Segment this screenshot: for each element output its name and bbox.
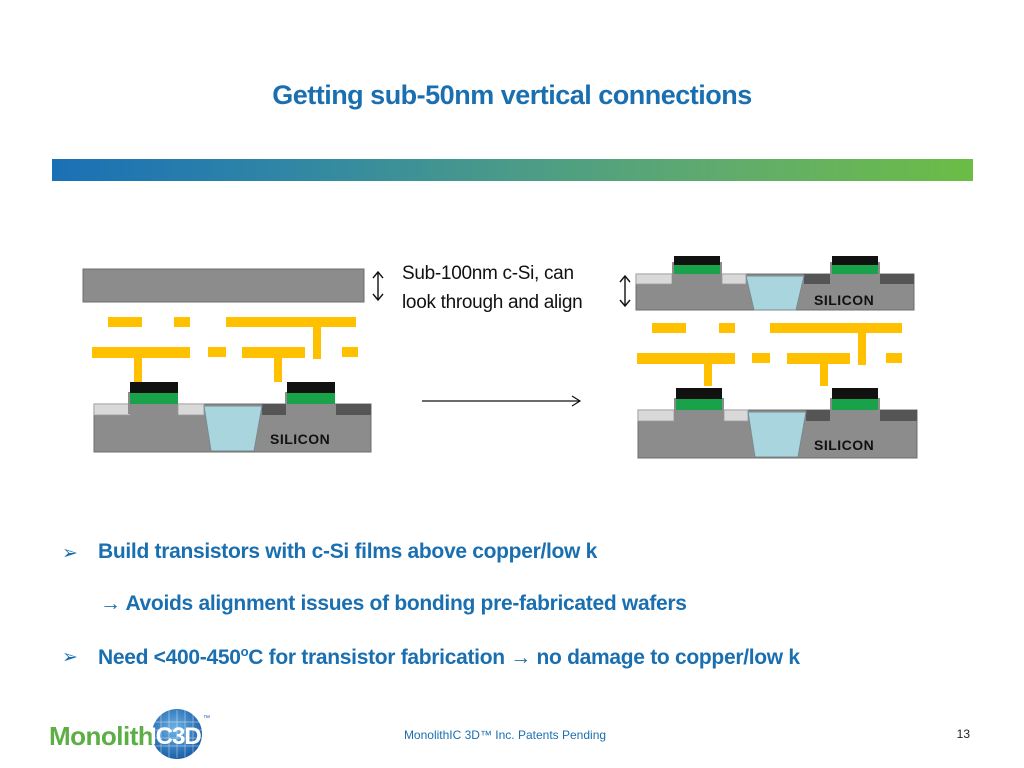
bullet-arrow-icon: ➢	[62, 543, 78, 564]
transition-arrow	[422, 395, 582, 407]
annotation-line-1: Sub-100nm c-Si, can	[402, 263, 574, 284]
subitem-text-1: Avoids alignment issues of bonding pre-f…	[125, 592, 687, 615]
logo-trademark: ™	[203, 715, 210, 722]
wiring-left	[92, 317, 358, 382]
bullet-text-2-part-b: C for transistor fabrication	[248, 646, 511, 669]
oxide-trench-left	[203, 405, 263, 452]
bottom-wafer-right	[637, 388, 918, 459]
annotation-line-2: look through and align	[402, 292, 583, 313]
top-silicon-layer	[82, 268, 365, 303]
logo-globe-icon: IC3D ™	[150, 709, 210, 759]
slide-title: Getting sub-50nm vertical connections	[272, 80, 752, 110]
diagram-annotation: Sub-100nm c-Si, can look through and ali…	[402, 259, 583, 317]
degree-superscript: o	[240, 644, 249, 659]
logo-text-suffix: IC3D	[150, 723, 201, 750]
bullet-text-1: Build transistors with c-Si films above …	[98, 540, 598, 563]
bullet-arrow-icon: ➢	[62, 647, 78, 668]
right-arrow-icon: →	[510, 646, 531, 669]
bullet-text-2: Need <400-450oC for transistor fabricati…	[98, 644, 800, 670]
wiring-right	[637, 323, 902, 386]
top-device-layer-right	[635, 256, 915, 311]
spacing-arrow-left	[372, 270, 384, 302]
bullet-text-2-part-a: Need <400-450	[98, 646, 241, 669]
title-gradient-bar	[52, 159, 973, 181]
right-arrow-icon: →	[100, 592, 121, 615]
oxide-trench-top-right	[745, 275, 805, 311]
silicon-label-bottom-right: SILICON	[814, 437, 874, 453]
logo-wordmark: Monolith	[49, 721, 154, 752]
logo-text-prefix: Monolith	[49, 721, 154, 751]
silicon-label-top-right: SILICON	[814, 292, 874, 308]
silicon-label-left: SILICON	[270, 431, 330, 447]
bullet-subitem-1: → Avoids alignment issues of bonding pre…	[100, 592, 687, 616]
oxide-trench-right	[747, 411, 807, 458]
process-diagram: SILICON SILICON	[82, 256, 918, 459]
bullet-text-2-part-c: no damage to copper/low k	[531, 646, 801, 669]
bottom-wafer-left	[93, 382, 372, 453]
page-number: 13	[956, 727, 970, 741]
spacing-arrow-right	[619, 274, 631, 308]
footer-text: MonolithIC 3D™ Inc. Patents Pending	[403, 728, 607, 742]
